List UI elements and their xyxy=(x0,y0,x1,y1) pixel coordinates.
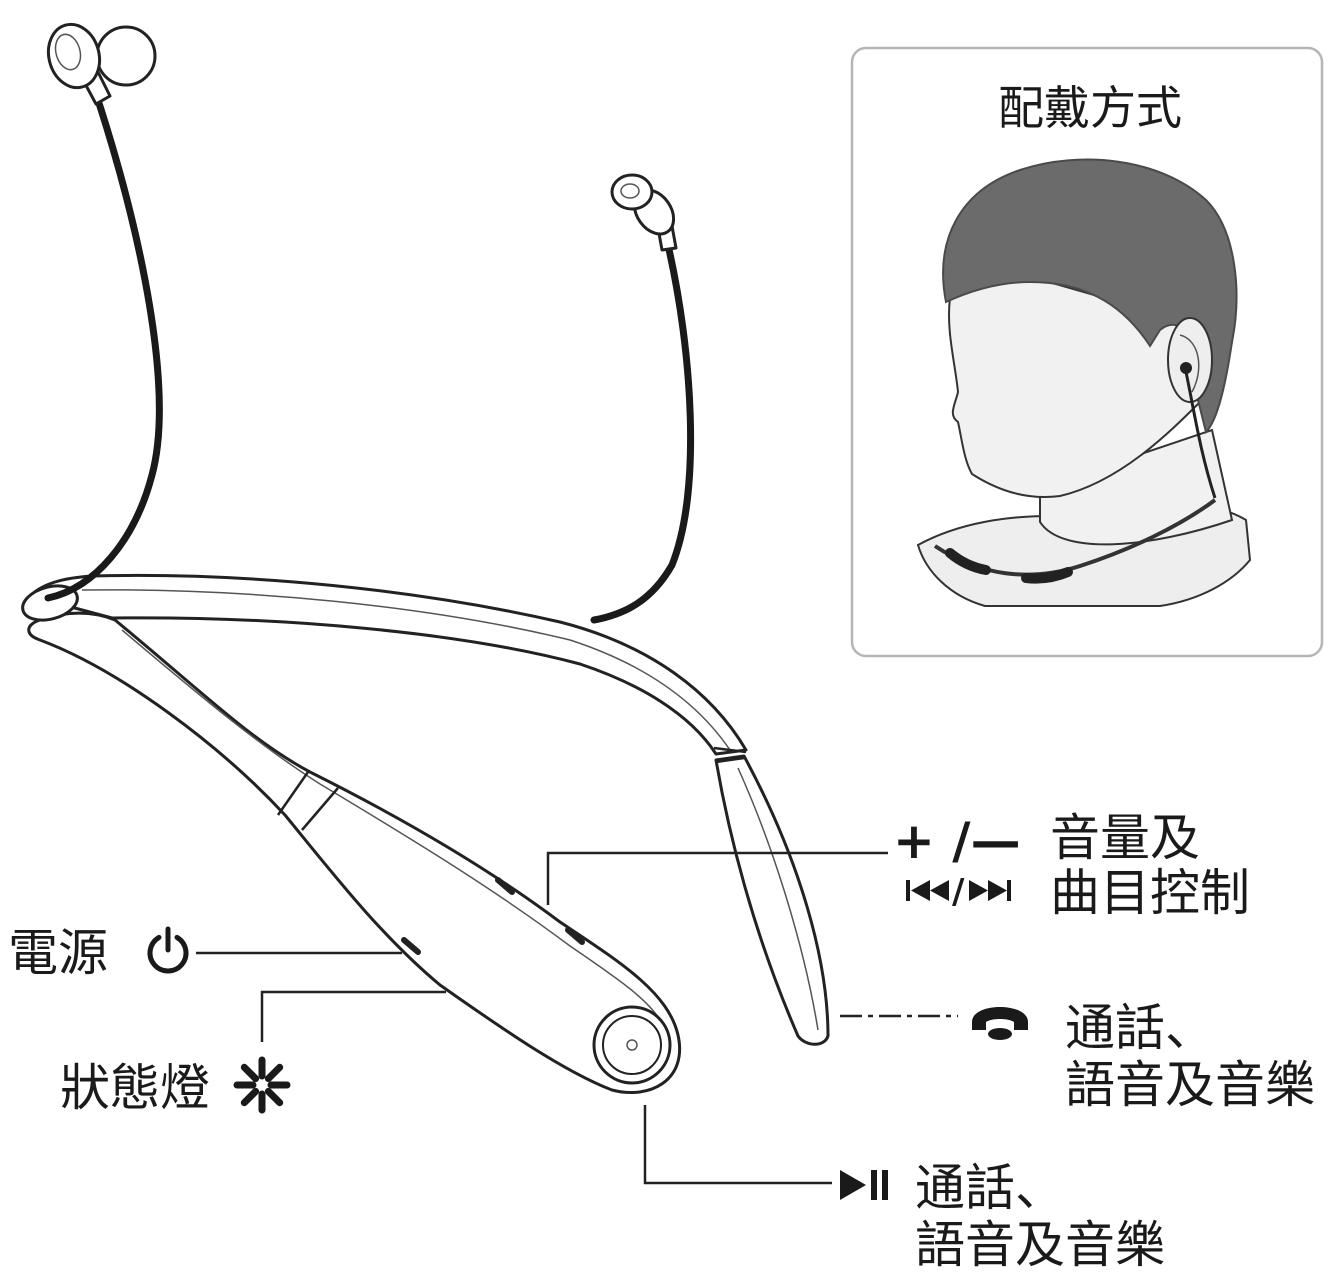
play-pause-icon xyxy=(840,1170,888,1200)
left-earbud-wing xyxy=(95,25,157,87)
volume-callout-line xyxy=(546,851,888,905)
wearing-inset: 配戴方式 xyxy=(850,46,1324,658)
power-button xyxy=(401,937,421,955)
previous-track-icon xyxy=(906,880,949,901)
volume-up-button xyxy=(495,877,515,895)
callout-lines xyxy=(196,851,958,1185)
neckband-left-arm xyxy=(27,611,682,1095)
neckband-back xyxy=(28,573,748,756)
right-earbud-tip xyxy=(610,173,654,211)
left-earbud xyxy=(46,22,157,106)
worn-neckband-left-arm xyxy=(945,548,991,575)
right-arm-ridge xyxy=(737,767,819,1031)
right-earbud-tip-inner xyxy=(620,183,640,199)
button-logo xyxy=(626,1039,638,1051)
call-side-label: 通話、 語音及音樂 xyxy=(972,999,1315,1114)
volume-symbols: + /— xyxy=(893,812,1021,870)
status-light-text: 狀態燈 xyxy=(60,1059,210,1117)
track-separator: / xyxy=(952,872,965,912)
left-earbud-cable xyxy=(44,96,163,602)
left-earbud-tip xyxy=(46,22,102,90)
neckband-back-ridge xyxy=(81,589,731,751)
power-label: 電源 xyxy=(8,924,189,982)
volume-label-line2: 曲目控制 xyxy=(1050,864,1250,922)
right-earbud-cable xyxy=(590,241,695,624)
neckband-headphone xyxy=(21,22,830,1095)
call-bottom-line2: 語音及音樂 xyxy=(915,1216,1165,1273)
inset-title: 配戴方式 xyxy=(998,81,1182,135)
volume-down-button xyxy=(565,927,585,945)
call-bottom-callout-line xyxy=(643,1105,832,1185)
status-light-label: 狀態燈 xyxy=(60,1056,291,1117)
multifunction-button xyxy=(592,1005,672,1085)
call-bottom-label: 通話、 語音及音樂 xyxy=(840,1159,1165,1273)
phone-icon xyxy=(972,1007,1028,1040)
worn-earbud-cable xyxy=(1184,371,1217,499)
worn-earbud xyxy=(1180,362,1192,374)
power-text: 電源 xyxy=(8,924,108,982)
wearer-ear xyxy=(1167,317,1213,403)
status-light-icon xyxy=(233,1056,291,1114)
volume-label-line1: 音量及 xyxy=(1050,809,1200,867)
right-earbud xyxy=(610,173,678,252)
left-arm-ridge xyxy=(121,629,661,1021)
wearer-hair xyxy=(942,158,1238,434)
neckband-right-arm xyxy=(714,754,830,1046)
wearer-illustration xyxy=(916,158,1252,607)
worn-neckband-right-arm xyxy=(1021,567,1073,584)
call-bottom-line1: 通話、 xyxy=(915,1159,1065,1217)
left-earbud-logo-ring xyxy=(54,33,82,71)
power-icon xyxy=(147,926,189,974)
left-arm-flex-joint xyxy=(276,771,339,831)
volume-track-label: + /— / 音量及 曲目控制 xyxy=(893,809,1250,922)
wearer-neck xyxy=(1039,428,1234,546)
status-light-callout-line xyxy=(260,990,446,1042)
call-side-line2: 語音及音樂 xyxy=(1065,1056,1315,1114)
wearer-ear-inner xyxy=(1179,334,1200,393)
right-arm-joint xyxy=(713,746,747,764)
next-track-icon xyxy=(969,880,1011,901)
call-side-line1: 通話、 xyxy=(1065,999,1215,1057)
